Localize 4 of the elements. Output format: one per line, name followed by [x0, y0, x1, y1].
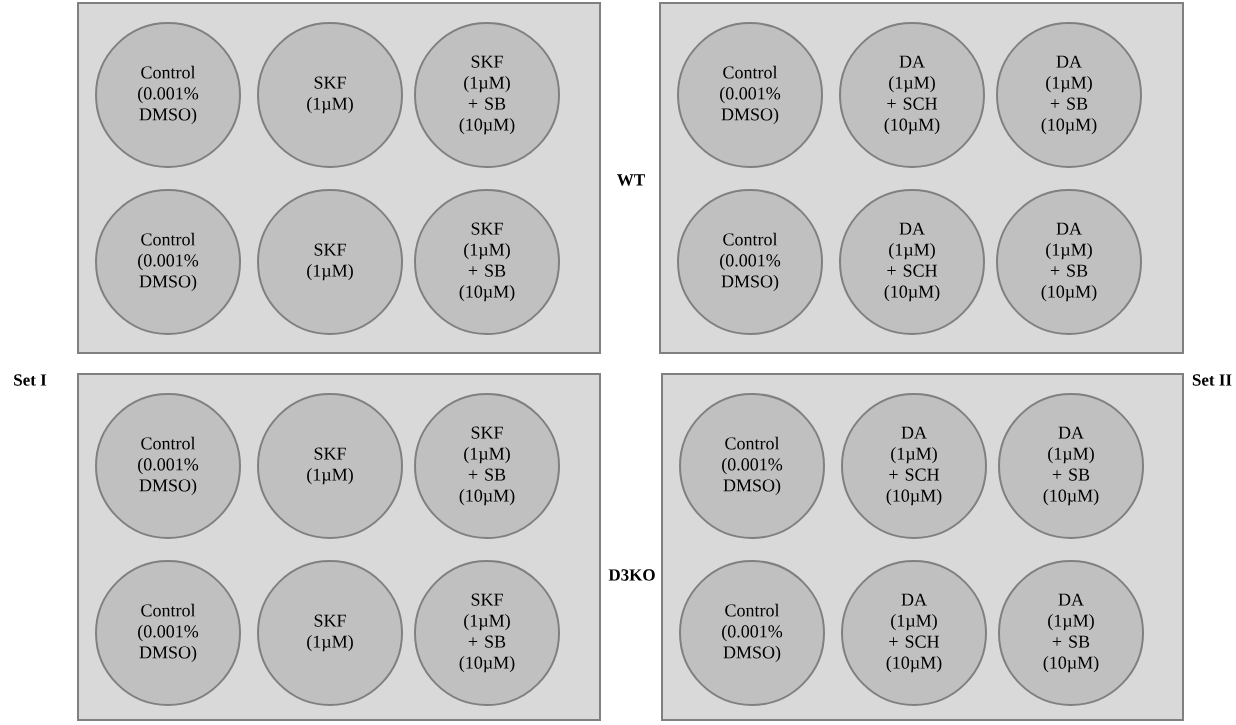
group-label: D3KO: [608, 569, 655, 581]
group-label: Set I: [14, 374, 47, 386]
group-label: WT: [617, 174, 645, 186]
group-label: Set II: [1192, 374, 1232, 386]
